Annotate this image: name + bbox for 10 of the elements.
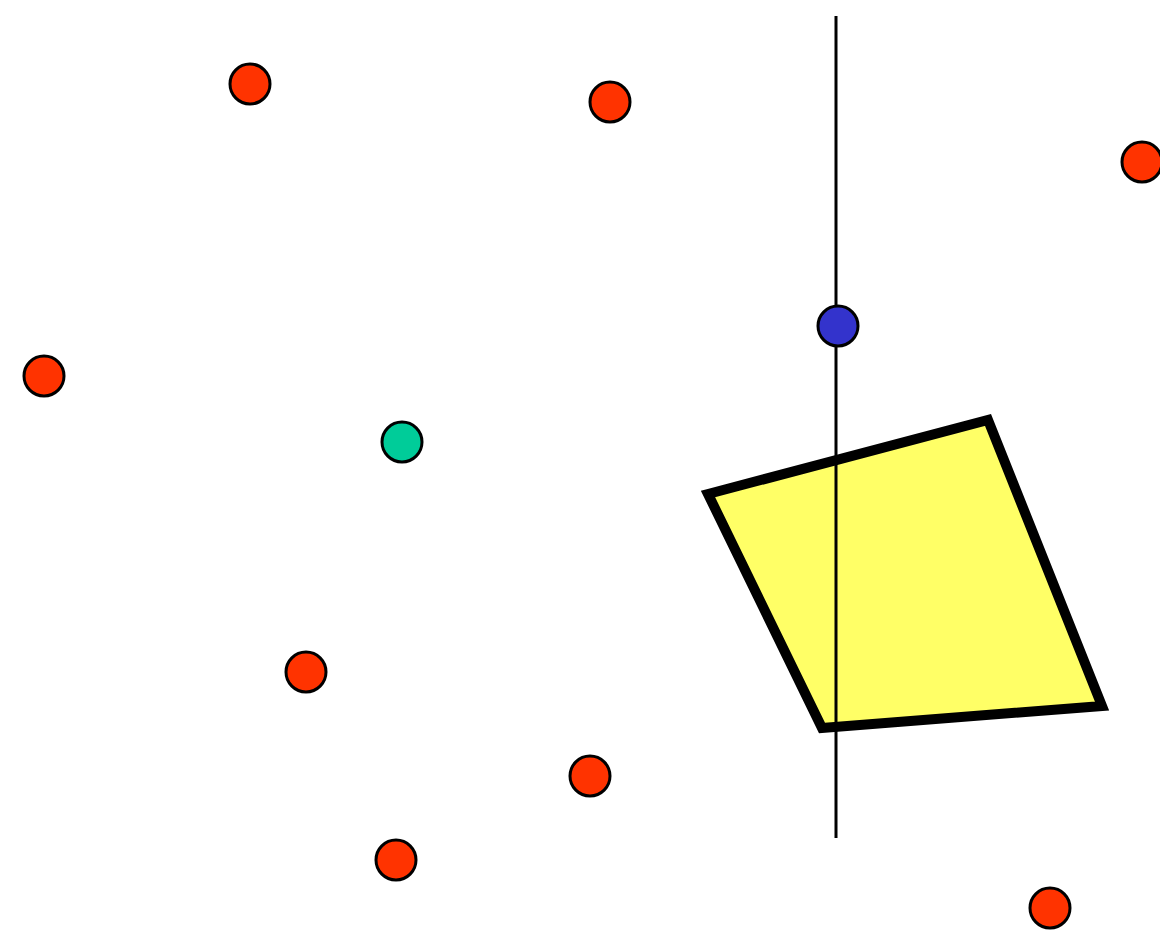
quadrilateral-shape bbox=[702, 414, 1108, 734]
dot bbox=[568, 754, 612, 798]
dot bbox=[380, 420, 424, 464]
dot bbox=[228, 62, 272, 106]
dot bbox=[1028, 886, 1072, 930]
dot bbox=[816, 304, 860, 348]
dot bbox=[22, 354, 66, 398]
dot bbox=[374, 838, 418, 882]
dot bbox=[284, 650, 328, 694]
dot bbox=[588, 80, 632, 124]
